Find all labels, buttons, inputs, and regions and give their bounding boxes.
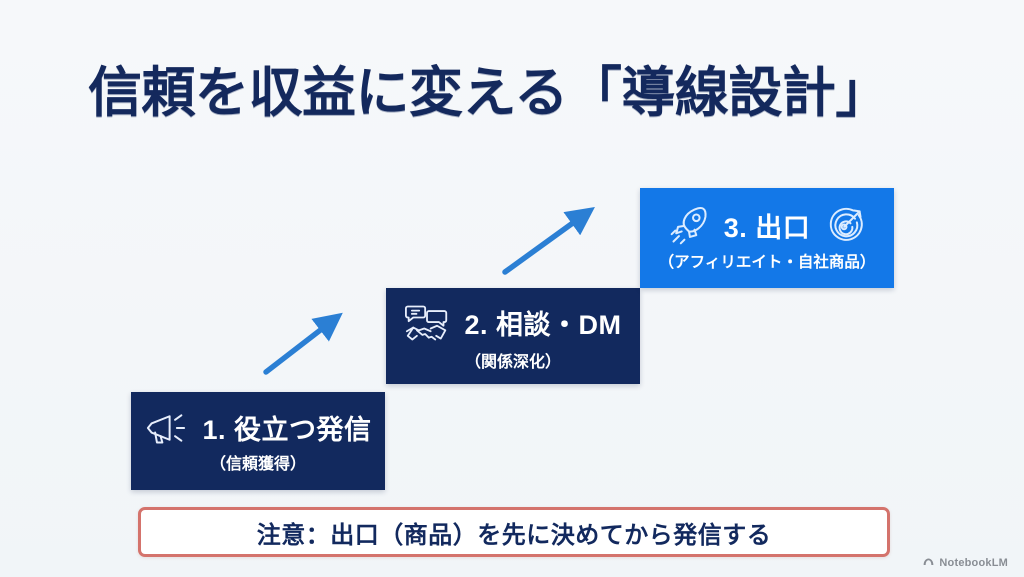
step-1-subtitle: （信頼獲得） (209, 456, 306, 473)
watermark: NotebookLM (922, 556, 1008, 569)
step-2-title: 2. 相談・DM (464, 310, 622, 340)
step-1-box[interactable]: 1. 役立つ発信 （信頼獲得） (131, 392, 385, 490)
notebooklm-logo-icon (922, 556, 935, 569)
step-1-title: 1. 役立つ発信 (202, 415, 372, 445)
step-1-heading-row: 1. 役立つ発信 (144, 408, 371, 447)
step-2-box[interactable]: 2. 相談・DM （関係深化） (386, 288, 640, 384)
arrow-step2-to-step3 (502, 206, 595, 275)
step-3-box[interactable]: 3. 出口 （アフィリエイト・自社商品） (640, 188, 894, 288)
step-2-subtitle: （関係深化） (464, 353, 561, 371)
step-3-subtitle: （アフィリエイト・自社商品） (658, 253, 876, 271)
megaphone-icon (144, 409, 188, 447)
page-title: 信頼を収益に変える「導線設計」 (88, 63, 889, 123)
target-icon (824, 205, 866, 247)
watermark-label: NotebookLM (939, 556, 1008, 569)
rocket-icon (668, 205, 710, 247)
step-3-heading-row: 3. 出口 (668, 205, 867, 247)
chat-handshake-icon (404, 301, 450, 345)
caution-text: 注意：出口（商品）を先に決めてから発信する (256, 521, 772, 549)
step-3-title: 3. 出口 (723, 213, 811, 243)
step-2-heading-row: 2. 相談・DM (404, 301, 621, 345)
arrow-step1-to-step2 (263, 312, 343, 375)
caution-box: 注意：出口（商品）を先に決めてから発信する (138, 507, 890, 557)
